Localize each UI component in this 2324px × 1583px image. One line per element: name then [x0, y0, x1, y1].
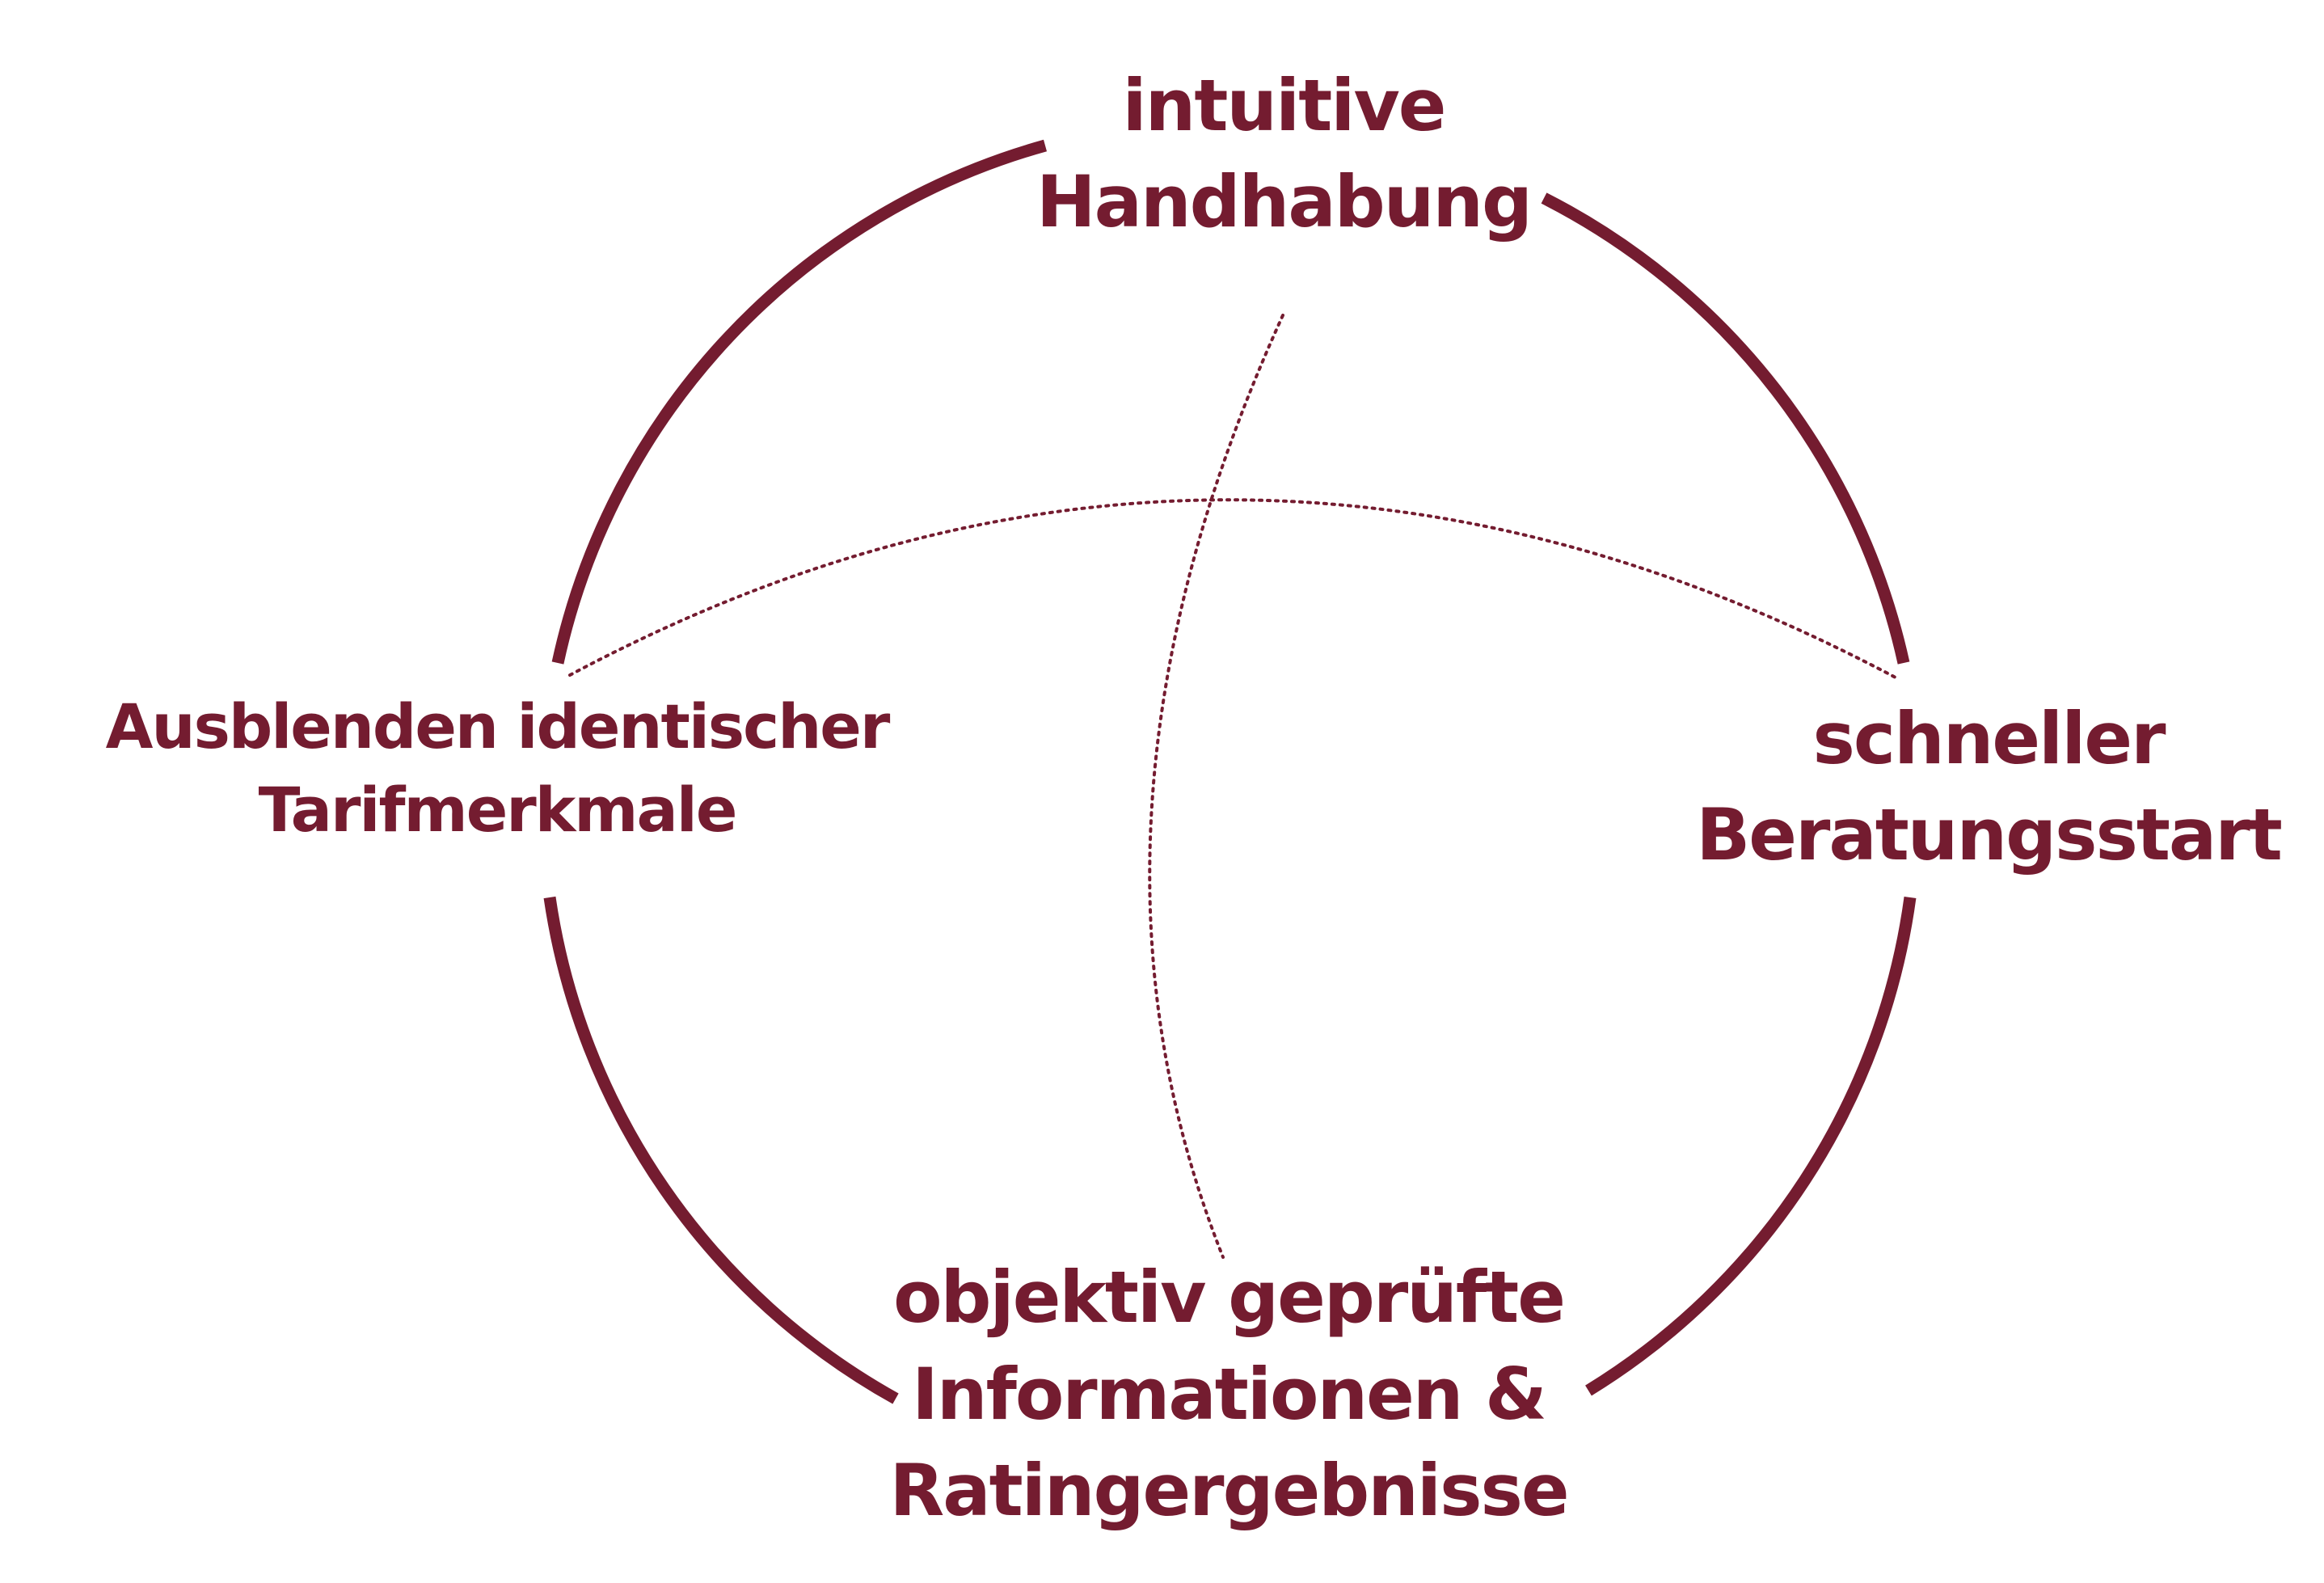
label-top-line-1: intuitive	[1122, 64, 1447, 147]
label-left-line-2: Tarifmerkmale	[258, 773, 738, 846]
label-left-line-1: Ausblenden identischer	[105, 690, 891, 762]
circle-arc-bottom-left	[543, 896, 899, 1404]
label-right-line-1: schneller	[1812, 697, 2166, 780]
circle-arc-top-left	[551, 139, 1048, 665]
dotted-arc-vertical	[1148, 314, 1284, 1259]
label-bottom-line-3: Ratingergebnisse	[889, 1449, 1569, 1533]
circle-arc-bottom-right	[1585, 896, 1917, 1396]
label-intuitive-handling: intuitive Handhabung	[1001, 58, 1567, 251]
dotted-arc-horizontal	[568, 498, 1897, 679]
label-verified-information: objektiv geprüfte Informationen & Rating…	[873, 1249, 1584, 1539]
label-bottom-line-1: objektiv geprüfte	[893, 1256, 1566, 1339]
circle-arc-top-right	[1541, 192, 1910, 665]
label-hide-identical-features: Ausblenden identischer Tarifmerkmale	[89, 686, 905, 851]
label-top-line-2: Handhabung	[1036, 159, 1533, 243]
label-quick-consultation-start: schneller Beratungsstart	[1665, 691, 2312, 884]
label-bottom-line-2: Informationen &	[912, 1352, 1547, 1436]
label-right-line-2: Beratungsstart	[1696, 792, 2283, 876]
